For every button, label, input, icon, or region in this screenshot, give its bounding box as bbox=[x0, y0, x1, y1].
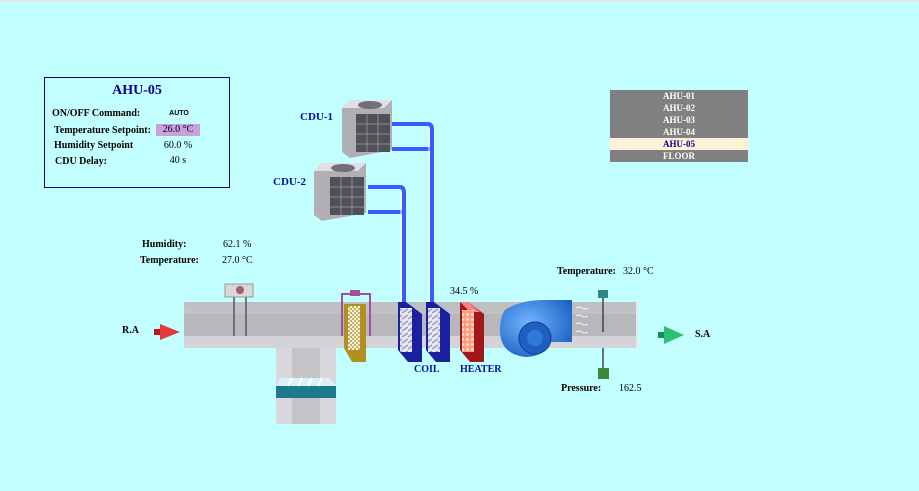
ra-temperature-value: 27.0 °C bbox=[222, 255, 253, 266]
cdu-2-label: CDU-2 bbox=[273, 176, 306, 188]
heater-label: HEATER bbox=[460, 364, 502, 375]
cdu-1-unit bbox=[342, 100, 392, 158]
humidity-setpoint-value[interactable]: 60.0 % bbox=[163, 140, 193, 151]
onoff-value[interactable]: AUTO bbox=[169, 110, 189, 117]
cdu-delay-label: CDU Delay: bbox=[55, 156, 107, 167]
menu-item-floor[interactable]: FLOOR bbox=[610, 150, 748, 162]
onoff-label: ON/OFF Command: bbox=[52, 108, 141, 119]
heater-value: 34.5 % bbox=[450, 286, 479, 297]
menu-item-ahu-01[interactable]: AHU-01 bbox=[610, 90, 748, 102]
cdu-1-label: CDU-1 bbox=[300, 111, 333, 123]
menu-item-ahu-05[interactable]: AHU-05 bbox=[610, 138, 748, 150]
ra-humidity-label: Humidity: bbox=[142, 239, 187, 250]
cdu-2-unit bbox=[314, 163, 366, 221]
damper bbox=[276, 377, 336, 398]
cooling-coil-1 bbox=[398, 302, 422, 362]
sa-pressure-value: 162.5 bbox=[619, 383, 642, 394]
ahu-title: AHU-05 bbox=[112, 83, 162, 98]
supply-air-label: S.A bbox=[695, 329, 711, 340]
menu-item-ahu-02[interactable]: AHU-02 bbox=[610, 102, 748, 114]
supply-temperature-sensor bbox=[598, 290, 608, 332]
ra-humidity-value: 62.1 % bbox=[223, 239, 252, 250]
menu-item-ahu-03[interactable]: AHU-03 bbox=[610, 114, 748, 126]
temp-setpoint-value[interactable]: 26.0 °C bbox=[156, 124, 200, 136]
supply-air-arrow bbox=[658, 326, 684, 344]
sa-temperature-label: Temperature: bbox=[557, 266, 616, 277]
refrigerant-pipes bbox=[368, 122, 434, 302]
menu-item-ahu-04[interactable]: AHU-04 bbox=[610, 126, 748, 138]
heater-element bbox=[460, 302, 484, 362]
ahu-info-panel: AHU-05 ON/OFF Command: AUTO Temperature … bbox=[44, 77, 230, 188]
return-air-label: R.A bbox=[122, 325, 139, 336]
humidity-setpoint-label: Humidity Setpoint bbox=[54, 140, 134, 151]
sa-pressure-label: Pressure: bbox=[561, 383, 602, 394]
return-air-arrow bbox=[154, 324, 180, 340]
filter bbox=[341, 290, 371, 362]
ahu-selector-menu: AHU-01 AHU-02 AHU-03 AHU-04 AHU-05 FLOOR bbox=[610, 90, 748, 162]
coil-label: COIL bbox=[414, 364, 440, 375]
temp-setpoint-label: Temperature Setpoint: bbox=[54, 125, 151, 136]
sa-temperature-value: 32.0 °C bbox=[623, 266, 654, 277]
cdu-delay-value[interactable]: 40 s bbox=[169, 155, 187, 166]
return-air-sensor bbox=[224, 283, 254, 336]
supply-fan bbox=[500, 300, 589, 357]
supply-pressure-sensor bbox=[598, 348, 609, 379]
cooling-coil-2 bbox=[426, 302, 450, 362]
ra-temperature-label: Temperature: bbox=[140, 255, 199, 266]
